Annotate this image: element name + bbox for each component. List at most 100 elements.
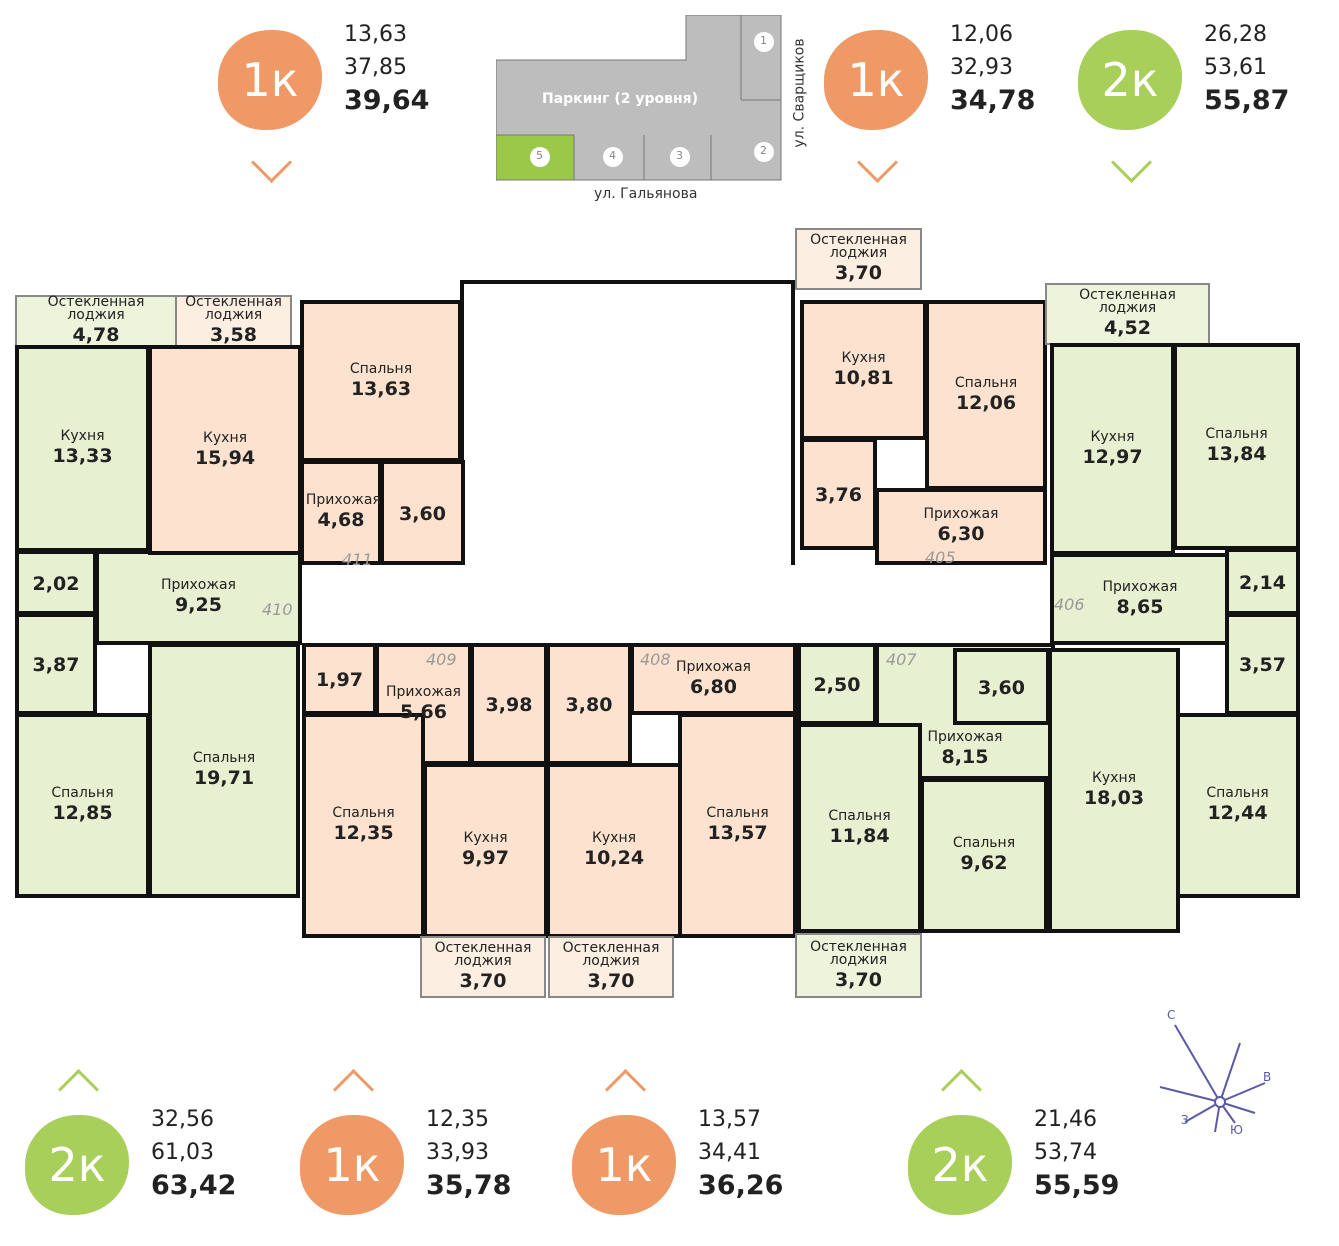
room-label: Прихожая bbox=[927, 729, 1003, 745]
apartment-type-badge[interactable]: 1к bbox=[218, 30, 322, 130]
room-area: 13,33 bbox=[52, 445, 113, 467]
room: 3,60 bbox=[380, 460, 465, 565]
room-area: 18,03 bbox=[1083, 787, 1145, 809]
room-label: Спальня bbox=[828, 807, 891, 824]
room-label: Прихожая bbox=[1102, 578, 1178, 595]
chevron-up-icon[interactable] bbox=[57, 1068, 100, 1111]
room-label: Прихожая bbox=[923, 506, 999, 522]
street-bottom: ул. Гальянова bbox=[594, 186, 698, 202]
room: 3,98 bbox=[470, 643, 548, 765]
area-total: 63,42 bbox=[151, 1170, 237, 1201]
chevron-up-icon[interactable] bbox=[940, 1068, 983, 1111]
area-total: 39,64 bbox=[344, 85, 430, 116]
area-useful: 53,61 bbox=[1204, 55, 1267, 80]
apartment-number: 408 bbox=[640, 650, 671, 669]
chevron-up-icon[interactable] bbox=[604, 1068, 647, 1111]
room-area: 3,70 bbox=[587, 970, 635, 992]
area-useful: 34,41 bbox=[698, 1140, 761, 1165]
room-area: 8,65 bbox=[1116, 595, 1164, 618]
section-4[interactable]: 4 bbox=[609, 149, 616, 162]
apartment-number: 407 bbox=[886, 650, 917, 669]
compass: С В Ю З bbox=[1155, 1005, 1285, 1137]
chevron-down-icon[interactable] bbox=[856, 141, 899, 184]
room-area: 1,97 bbox=[316, 669, 363, 691]
room-area: 9,25 bbox=[175, 594, 222, 616]
room: 3,60 bbox=[953, 648, 1050, 725]
apartment-type-badge[interactable]: 1к bbox=[572, 1115, 676, 1215]
room-label: Спальня bbox=[706, 805, 769, 821]
room-label: Спальня bbox=[1205, 426, 1268, 442]
apartment-number: 411 bbox=[342, 550, 373, 569]
section-5-selected[interactable]: 5 bbox=[536, 149, 543, 162]
room: 3,87 bbox=[15, 613, 97, 715]
room-area: 13,57 bbox=[707, 822, 768, 844]
room-area: 3,70 bbox=[835, 262, 882, 284]
room-label: Спальня bbox=[192, 750, 256, 766]
room: 2,50 bbox=[797, 643, 877, 725]
compass-east: В bbox=[1263, 1070, 1272, 1084]
room-label: Спальня bbox=[1206, 785, 1269, 801]
room-area: 12,06 bbox=[955, 391, 1017, 414]
compass-north: С bbox=[1167, 1008, 1176, 1022]
chevron-down-icon[interactable] bbox=[1110, 141, 1153, 184]
compass-west: З bbox=[1181, 1113, 1189, 1127]
room-label: Остекленная лоджия bbox=[434, 940, 532, 969]
room-label: Кухня bbox=[463, 830, 508, 846]
room-label: Остекленная лоджия bbox=[810, 938, 907, 968]
chevron-up-icon[interactable] bbox=[332, 1068, 375, 1111]
apartment-type-badge[interactable]: 2к bbox=[1078, 30, 1182, 130]
apartment-type-badge[interactable]: 1к bbox=[824, 30, 928, 130]
room-area: 2,50 bbox=[813, 674, 861, 696]
room-area: 13,63 bbox=[350, 377, 412, 400]
room-label: Спальня bbox=[954, 374, 1018, 391]
room-label: Прихожая bbox=[305, 492, 381, 508]
apartment-type-badge[interactable]: 2к bbox=[908, 1115, 1012, 1215]
room: 2,14 bbox=[1225, 548, 1300, 615]
area-useful: 53,74 bbox=[1034, 1140, 1097, 1165]
room-area: 4,68 bbox=[317, 509, 365, 531]
section-2[interactable]: 2 bbox=[760, 144, 767, 157]
room-label: Остекленная лоджия bbox=[185, 294, 282, 323]
chevron-down-icon[interactable] bbox=[250, 141, 293, 184]
area-useful: 32,93 bbox=[950, 55, 1013, 80]
room-area: 5,66 bbox=[400, 700, 447, 723]
room-area: 3,58 bbox=[210, 324, 257, 346]
room-area: 2,02 bbox=[32, 572, 80, 595]
corridor bbox=[300, 565, 1050, 645]
parking-label: Паркинг (2 уровня) bbox=[542, 91, 699, 107]
room-label: Кухня bbox=[841, 349, 886, 366]
area-living: 21,46 bbox=[1034, 1107, 1097, 1132]
room-area: 4,78 bbox=[72, 324, 120, 346]
room-label: Кухня bbox=[1090, 428, 1135, 445]
room-area: 19,71 bbox=[193, 767, 255, 789]
area-living: 26,28 bbox=[1204, 22, 1267, 47]
room-area: 12,97 bbox=[1082, 445, 1143, 468]
room-area: 6,80 bbox=[690, 675, 737, 698]
apartment-type-badge[interactable]: 2к bbox=[25, 1115, 129, 1215]
apartment-type-badge[interactable]: 1к bbox=[300, 1115, 404, 1215]
room-area: 12,85 bbox=[52, 802, 113, 824]
room-label: Прихожая bbox=[676, 658, 751, 675]
section-3[interactable]: 3 bbox=[676, 149, 683, 162]
section-1[interactable]: 1 bbox=[760, 34, 767, 47]
apartment-number: 409 bbox=[426, 650, 457, 669]
